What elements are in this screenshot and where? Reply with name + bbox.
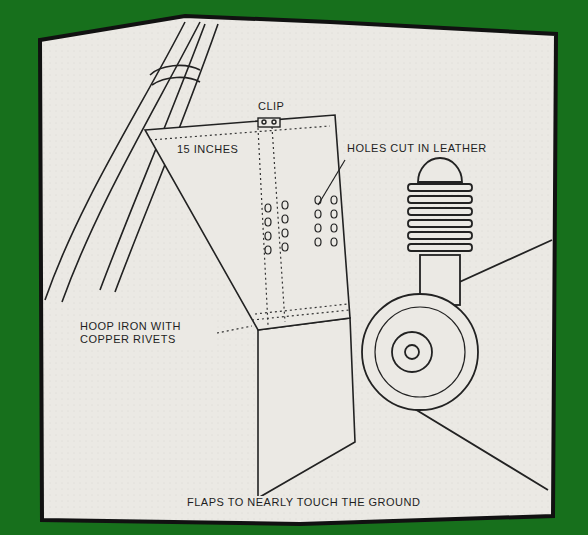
part-label: HOLES CUT IN LEATHER [345,142,489,155]
hole [265,204,271,212]
paper-sheet [40,16,556,524]
hole [282,201,288,209]
hole [282,229,288,237]
hole [282,243,288,251]
hole [315,224,321,232]
hole [315,196,321,204]
hole [331,210,337,218]
hole [265,232,271,240]
hole [331,224,337,232]
hole [265,218,271,226]
hole [315,210,321,218]
cylinder-fin [408,184,472,191]
leather-holes [265,196,337,254]
hole [315,238,321,246]
hole [282,215,288,223]
hole [331,238,337,246]
cylinder-fin [408,208,472,215]
cylinder-fin [408,232,472,239]
cylinder-fin [408,196,472,203]
clip [258,118,280,127]
clip-label: CLIP [256,100,286,113]
leader-line [318,160,345,205]
part-label: HOOP IRON WITH COPPER RIVETS [78,320,217,346]
dimension-label: 15 INCHES [175,143,240,156]
cylinder-fin [408,220,472,227]
note-label: FLAPS TO NEARLY TOUCH THE GROUND [185,496,422,509]
hole [331,196,337,204]
leather-flap [145,115,355,498]
engine [362,158,552,490]
hole [265,246,271,254]
cylinder-fin [408,244,472,251]
dotted-lines [150,126,349,334]
